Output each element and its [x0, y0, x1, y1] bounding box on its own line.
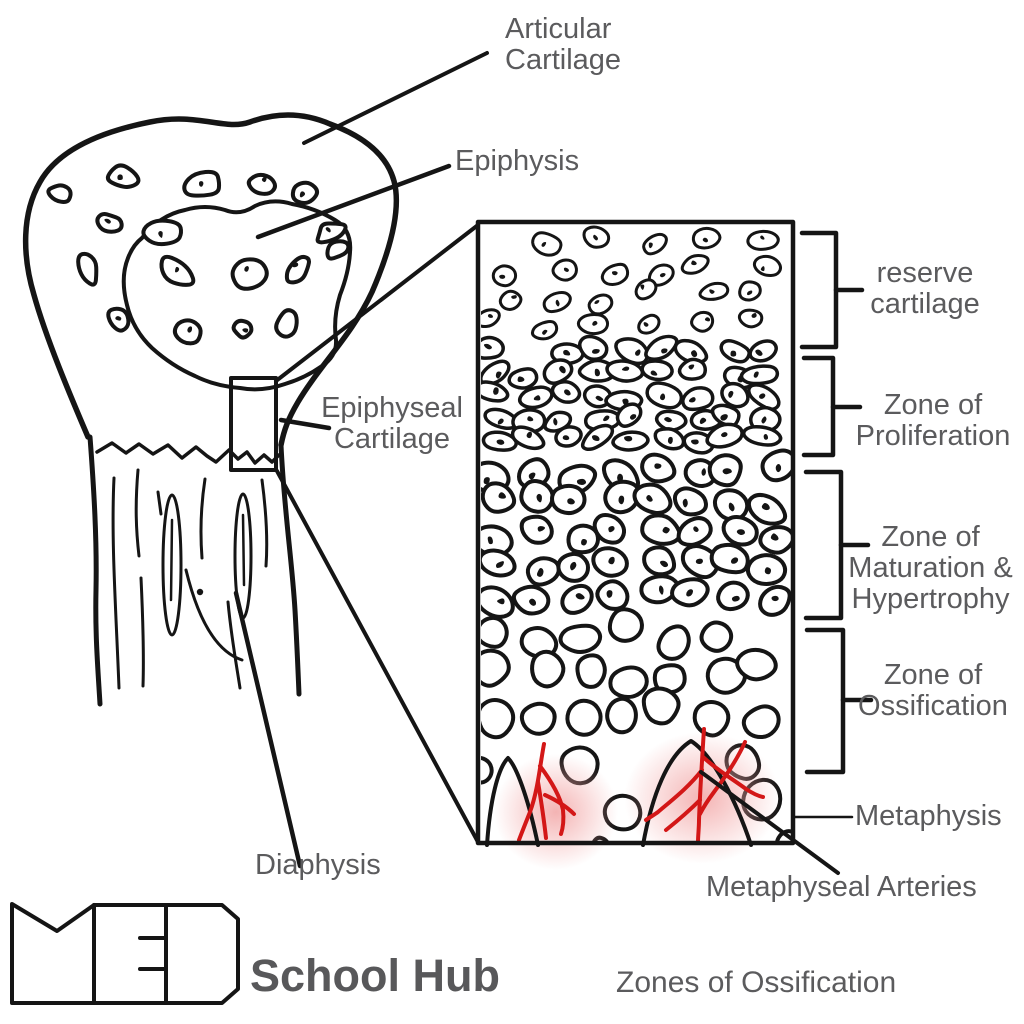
med-logo — [10, 902, 240, 1005]
trabecular-boundary — [121, 199, 353, 392]
zone-brackets — [799, 230, 874, 775]
shaft-right-edge — [278, 442, 302, 697]
trabecular-blobs — [46, 163, 351, 346]
leader-epiphysis — [255, 163, 452, 240]
bracket-reserve-cartilage — [799, 230, 865, 350]
label-zone-proliferation: Zone of Proliferation — [855, 389, 1011, 452]
leader-diaphysis — [233, 590, 303, 869]
bracket-ossification — [804, 627, 874, 775]
label-reserve-cartilage: reserve cartilage — [870, 257, 980, 320]
label-metaphyseal-arteries: Metaphyseal Arteries — [706, 871, 977, 903]
leader-epiphyseal-cartilage — [278, 417, 332, 431]
epiphyseal-cartilage-rect — [229, 376, 278, 472]
bracket-proliferation — [801, 355, 863, 458]
logo-letter-m — [10, 902, 96, 1005]
logo-letter-e — [92, 903, 168, 1005]
label-zone-ossification: Zone of Ossification — [858, 659, 1008, 722]
label-diaphysis: Diaphysis — [255, 849, 381, 881]
zoom-line-top — [274, 223, 480, 383]
label-epiphyseal-cartilage: Epiphyseal Cartilage — [321, 392, 463, 455]
label-epiphysis: Epiphysis — [455, 145, 580, 177]
epiphysis-outline — [22, 112, 400, 448]
label-metaphysis: Metaphysis — [855, 800, 1002, 832]
diagram-caption: Zones of Ossification — [616, 966, 897, 999]
bracket-maturation — [803, 469, 871, 621]
diaphysis-striations — [111, 468, 269, 690]
histology-box-border — [475, 219, 796, 846]
metaphyseal-arteries-vessels — [517, 727, 765, 844]
bone-illustration — [22, 112, 400, 707]
leader-articular-cartilage — [302, 51, 489, 145]
leader-lines — [233, 51, 489, 869]
growth-plate-line — [95, 441, 281, 465]
zoom-line-bottom — [275, 469, 480, 844]
shaft-left-edge — [87, 434, 103, 707]
logo-letter-d — [164, 903, 240, 1005]
label-zone-maturation: Zone of Maturation & Hypertrophy — [848, 521, 1013, 615]
brand-name: School Hub — [250, 950, 500, 1001]
leader-metaphyseal-arteries — [699, 770, 840, 875]
label-articular-cartilage: Articular Cartilage — [505, 13, 622, 76]
